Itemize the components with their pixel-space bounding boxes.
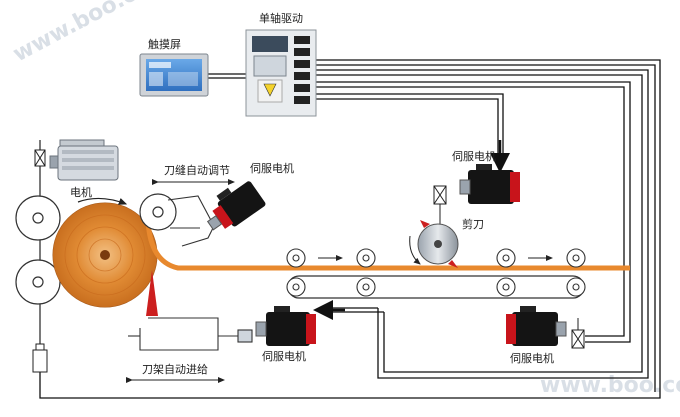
servo-label-bottom-left: 伺服电机	[262, 349, 306, 363]
rotation-arrow	[77, 197, 128, 205]
touch-screen	[139, 53, 209, 97]
servo-motor-bottom-left	[255, 306, 316, 346]
cutter-label: 剪刀	[462, 217, 484, 231]
servo-motor-top	[433, 164, 520, 232]
single-axis-drive	[245, 29, 317, 117]
drive-label: 单轴驱动	[259, 11, 303, 25]
cutter	[409, 220, 459, 268]
servo-label-top-left: 伺服电机	[250, 161, 294, 175]
servo-label-top-right: 伺服电机	[452, 149, 496, 163]
motor	[49, 139, 119, 181]
servo-motor-knife-gap	[206, 181, 266, 231]
touch-screen-label: 触摸屏	[148, 37, 181, 51]
knife-arm	[167, 195, 215, 247]
knife-feed-label: 刀架自动进给	[142, 363, 208, 376]
motor-label: 电机	[70, 185, 92, 199]
left-post	[32, 140, 48, 373]
knife-roller	[139, 193, 177, 231]
left-rollers	[15, 195, 61, 305]
red-blade	[146, 270, 158, 316]
wiring	[39, 59, 661, 399]
knife-gap-label: 刀缝自动调节	[164, 163, 230, 177]
servo-label-bottom-right: 伺服电机	[510, 351, 554, 365]
coil-roll	[52, 202, 158, 308]
knife-holder	[128, 317, 253, 351]
servo-motor-bottom-right	[506, 306, 585, 349]
strip-material	[145, 219, 630, 271]
watermark-bottom-right: www.boo.com	[540, 373, 680, 398]
conveyor	[286, 248, 586, 299]
